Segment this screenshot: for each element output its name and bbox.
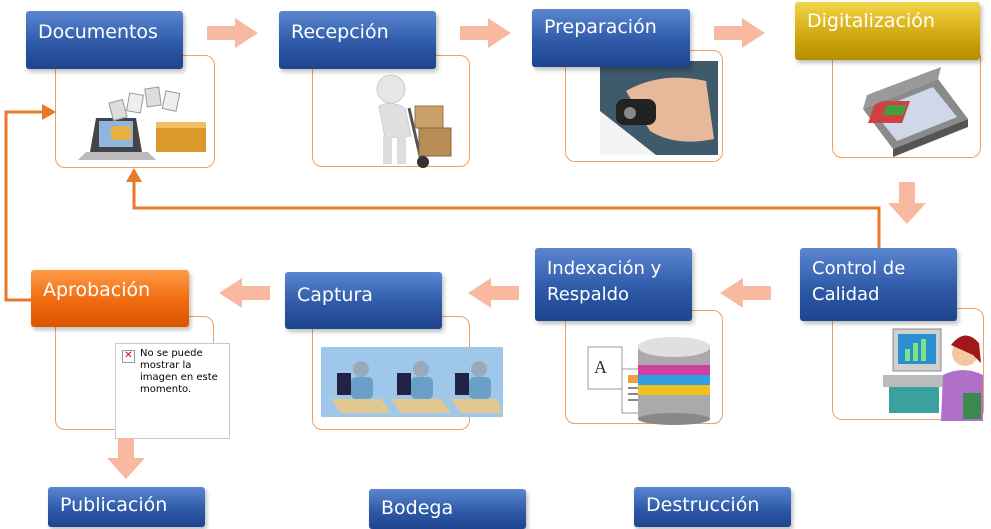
step-publicacion: Publicación — [48, 487, 205, 527]
svg-text:A: A — [594, 357, 607, 377]
captura-picture — [312, 316, 503, 430]
woman-computer-icon — [883, 328, 983, 421]
broken-image-text: No se puede mostrar la imagen en este mo… — [140, 348, 218, 395]
arrow-aprobacion-publicacion — [107, 438, 145, 479]
indexacion-picture: A — [565, 310, 723, 425]
workstations-icon — [321, 347, 503, 417]
documents-database-icon: A — [587, 337, 710, 425]
connector-control-documentos — [132, 180, 881, 248]
broken-image-icon: ✕ — [122, 350, 135, 363]
arrow-digitalizacion-control — [888, 182, 926, 224]
arrow-indexacion-captura — [468, 278, 519, 308]
hand-truck-boxes-icon — [376, 74, 452, 168]
step-control-calidad: Control de Calidad — [800, 248, 957, 321]
digitalizacion-picture — [832, 48, 981, 158]
hand-stapler-icon — [600, 61, 718, 155]
step-recepcion: Recepción — [279, 11, 436, 69]
step-indexacion-respaldo: Indexación y Respaldo — [535, 248, 692, 321]
arrow-control-indexacion — [720, 278, 771, 308]
step-documentos: Documentos — [26, 11, 183, 69]
arrow-preparacion-digitalizacion — [714, 18, 765, 48]
flatbed-scanner-icon — [863, 67, 968, 157]
step-destruccion: Destrucción — [634, 487, 791, 527]
arrow-captura-aprobacion — [219, 278, 270, 308]
connector-aprobacion-documentos — [4, 110, 44, 302]
preparacion-picture — [565, 50, 723, 162]
arrow-documentos-recepcion — [207, 18, 258, 48]
step-bodega: Bodega — [369, 489, 526, 529]
documentos-picture — [55, 55, 215, 168]
step-preparacion: Preparación — [532, 9, 690, 67]
arrow-recepcion-preparacion — [460, 18, 511, 48]
broken-image-placeholder: ✕ No se puede mostrar la imagen en este … — [115, 343, 230, 439]
step-captura: Captura — [285, 272, 442, 329]
step-digitalizacion: Digitalización — [795, 2, 980, 60]
recepcion-picture — [312, 55, 470, 168]
laptop-documents-icon — [78, 86, 206, 160]
step-aprobacion: Aprobación — [31, 270, 189, 327]
